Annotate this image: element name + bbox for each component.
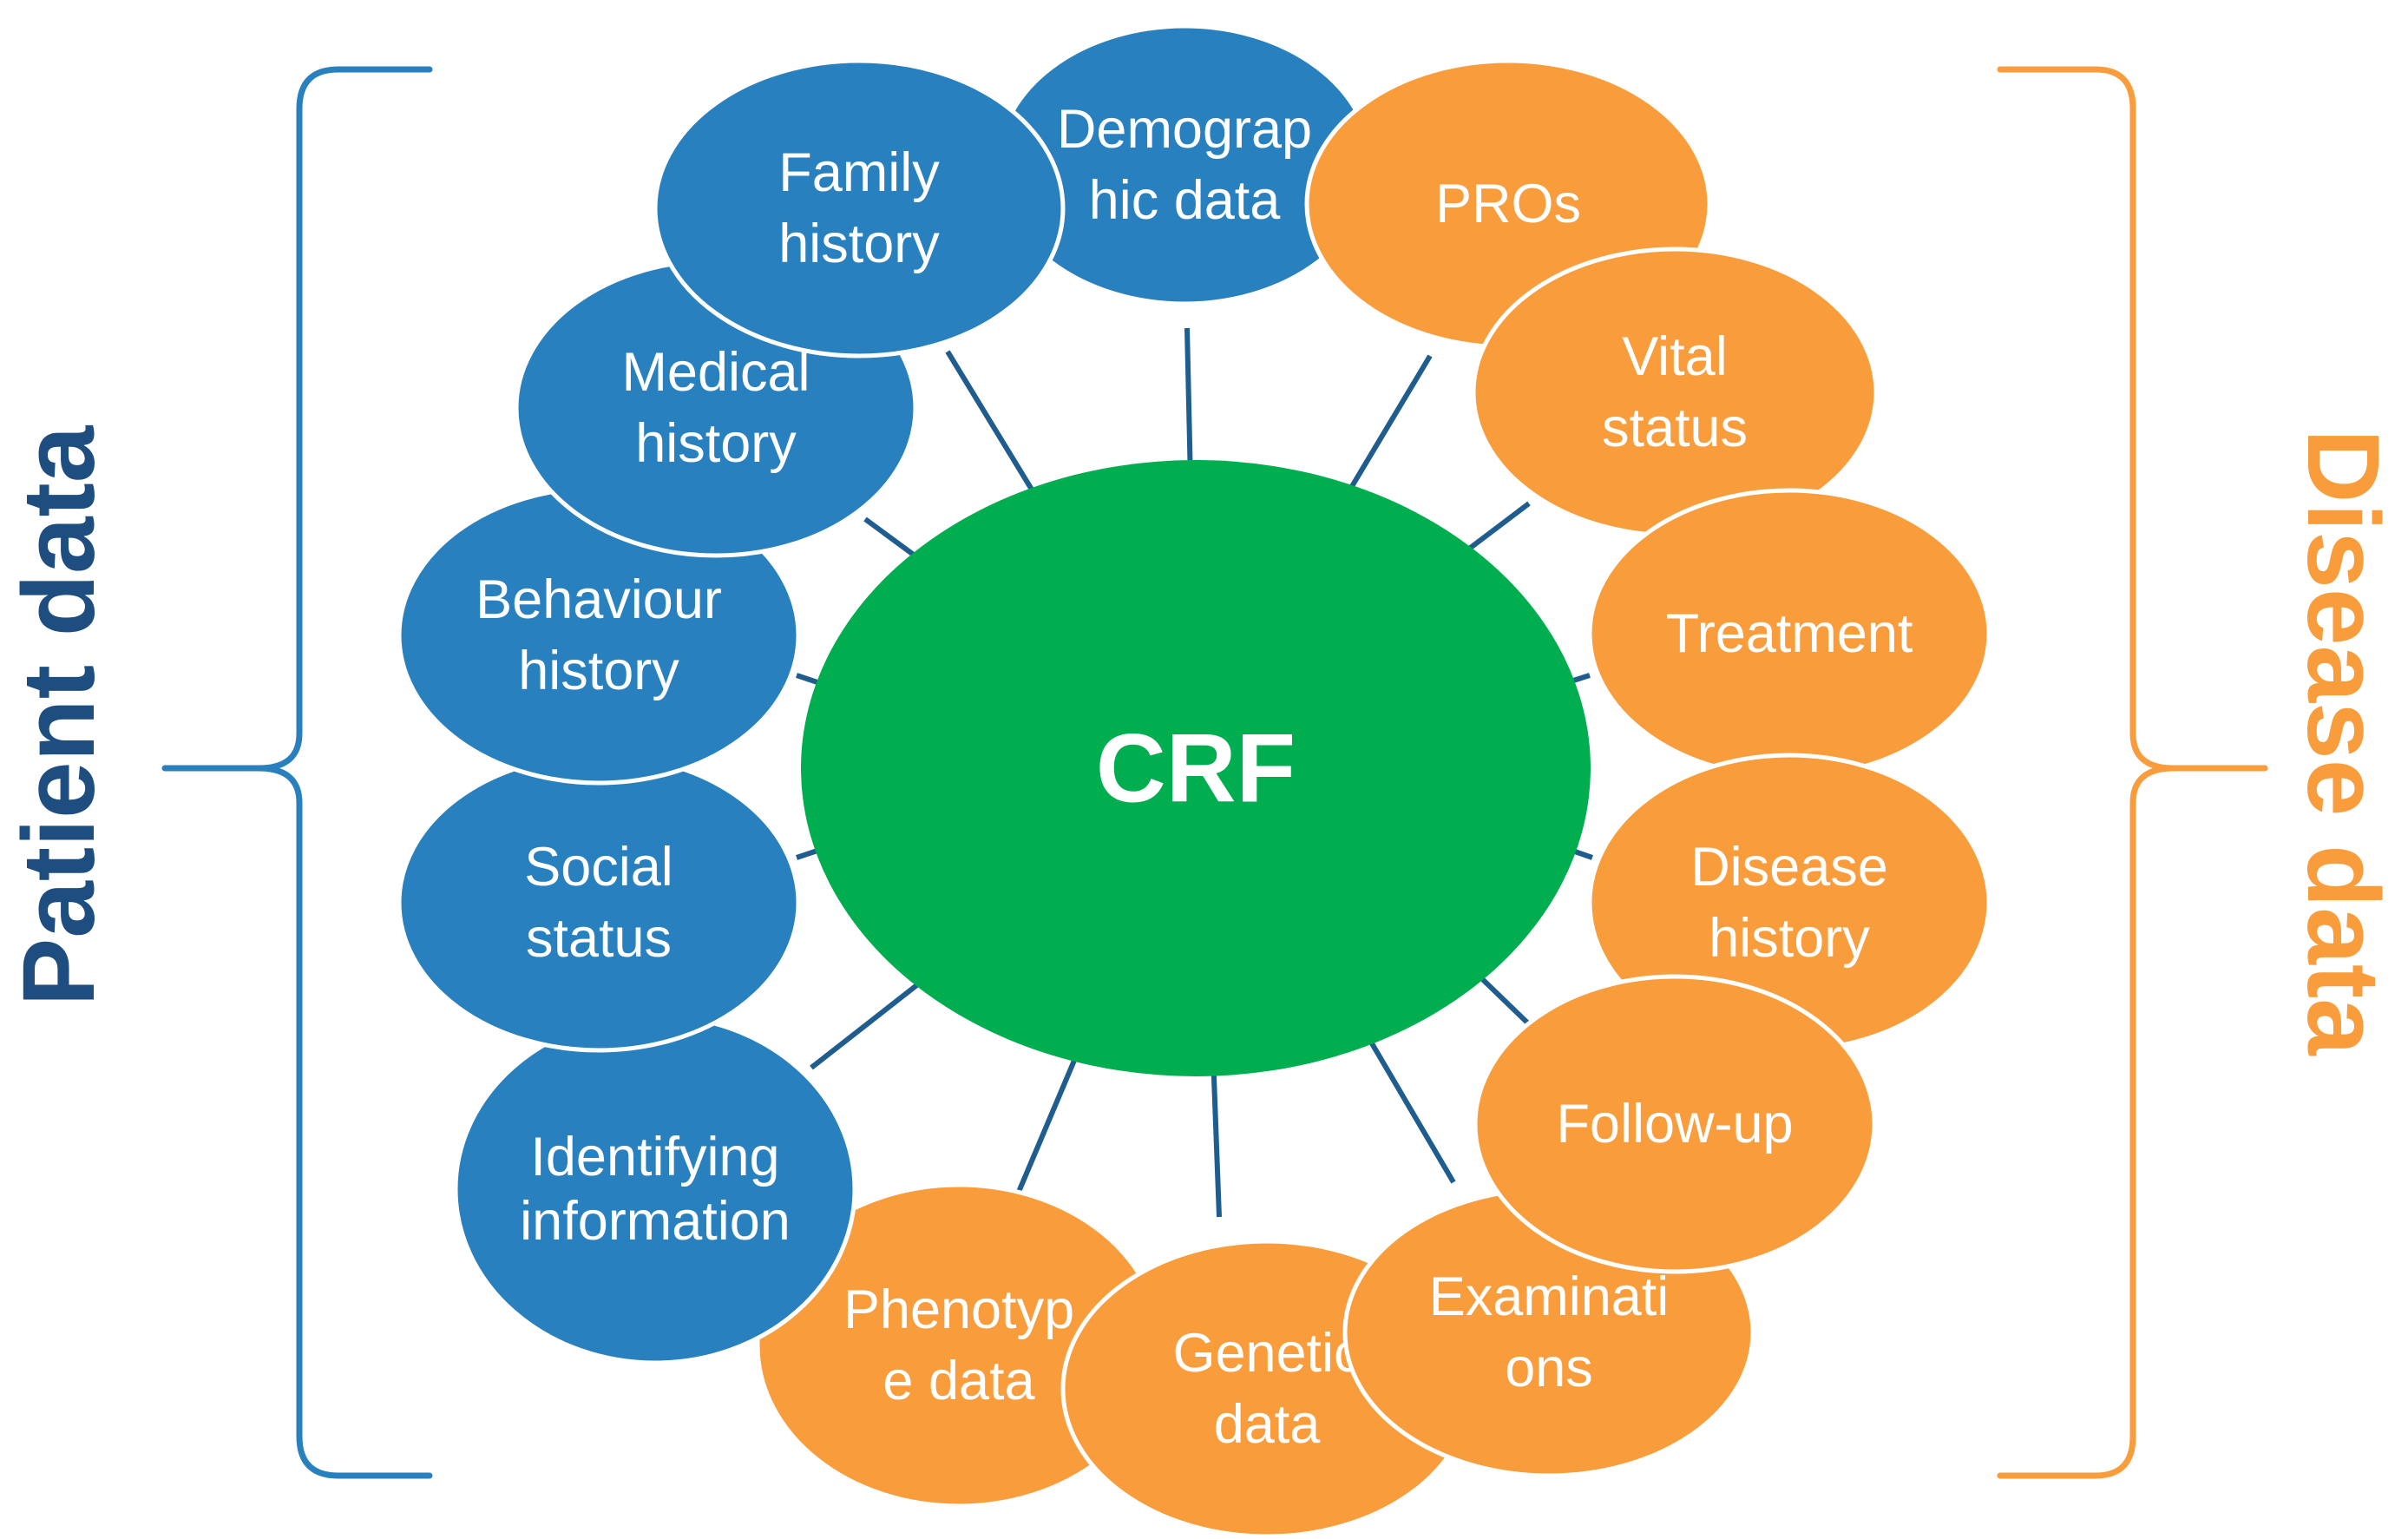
- disease-data-heading: Disease data: [2286, 429, 2400, 1056]
- node-ellipse-identifying-information: [453, 1013, 857, 1365]
- node-family-history: Family history: [653, 58, 1066, 358]
- node-label-medical-history-line-2: history: [635, 413, 797, 474]
- node-follow-up: Follow-up: [1473, 974, 1877, 1274]
- node-label-medical-history-line-1: Medical: [621, 342, 810, 403]
- center-node: CRF: [801, 460, 1591, 1076]
- disease-data-group: Disease data: [1997, 66, 2400, 1479]
- connector-demographic-data: [1184, 327, 1193, 483]
- node-label-demographic-data-line-1: Demograp: [1057, 99, 1312, 160]
- connector-family-history: [945, 350, 1044, 507]
- node-label-follow-up-line-1: Follow-up: [1556, 1094, 1793, 1154]
- node-social-status: Social status: [397, 753, 801, 1053]
- node-ellipse-social-status: [397, 753, 801, 1053]
- node-label-family-history-line-2: history: [778, 214, 940, 274]
- node-label-phenotype-data-line-1: Phenotyp: [843, 1279, 1074, 1340]
- node-label-treatment-line-1: Treatment: [1666, 603, 1913, 664]
- connector-identifying-information: [810, 975, 928, 1070]
- node-label-disease-history-line-2: history: [1709, 908, 1870, 969]
- node-label-genetic-data-line-2: data: [1214, 1394, 1322, 1455]
- node-demographic-data: Demograp hic data: [995, 23, 1374, 306]
- connector-behaviour-history: [796, 673, 818, 685]
- node-label-demographic-data-line-2: hic data: [1089, 170, 1282, 231]
- disease-data-brace: [1997, 66, 2268, 1479]
- node-ellipse-family-history: [653, 58, 1066, 358]
- patient-data-heading: Patient data: [2, 424, 116, 1006]
- crf-ellipse: [801, 460, 1591, 1076]
- node-label-family-history-line-1: Family: [778, 142, 940, 203]
- node-behaviour-history: Behaviour history: [397, 485, 801, 786]
- node-label-vital-status-line-1: Vital: [1622, 326, 1727, 387]
- node-label-vital-status-line-2: status: [1602, 398, 1748, 458]
- node-label-social-status-line-1: Social: [524, 837, 673, 898]
- connector-genetic-data: [1211, 1054, 1222, 1218]
- crf-label: CRF: [1096, 714, 1296, 823]
- node-label-disease-history-line-1: Disease: [1690, 837, 1888, 898]
- node-label-identifying-information-line-2: information: [520, 1191, 791, 1252]
- connector-examinations: [1358, 1023, 1456, 1184]
- connector-social-status: [796, 848, 818, 860]
- patient-data-group: Patient data: [2, 66, 433, 1479]
- node-ellipse-follow-up: [1473, 974, 1877, 1274]
- node-label-pros-line-1: PROs: [1435, 174, 1581, 234]
- patient-data-brace: [161, 66, 433, 1479]
- connector-pros: [1338, 354, 1433, 507]
- node-label-behaviour-history-line-1: Behaviour: [476, 569, 722, 630]
- node-label-identifying-information-line-1: Identifying: [530, 1127, 779, 1187]
- connector-lines: [796, 327, 1593, 1239]
- node-label-social-status-line-2: status: [526, 908, 672, 969]
- node-label-phenotype-data-line-2: e data: [882, 1351, 1035, 1411]
- node-label-genetic-data-line-1: Genetic: [1172, 1323, 1361, 1384]
- category-nodes: Phenotyp e data Genetic data Examinati ons Ide…: [397, 23, 1991, 1539]
- connector-follow-up: [1473, 970, 1530, 1025]
- node-phenotype-data: Phenotyp e data: [755, 1182, 1163, 1509]
- node-label-examinations-line-2: ons: [1505, 1338, 1593, 1398]
- node-vital-status: Vital status: [1471, 247, 1879, 538]
- node-treatment: Treatment: [1587, 488, 1991, 779]
- node-label-examinations-line-1: Examinati: [1429, 1266, 1670, 1327]
- node-label-behaviour-history-line-2: history: [518, 641, 679, 701]
